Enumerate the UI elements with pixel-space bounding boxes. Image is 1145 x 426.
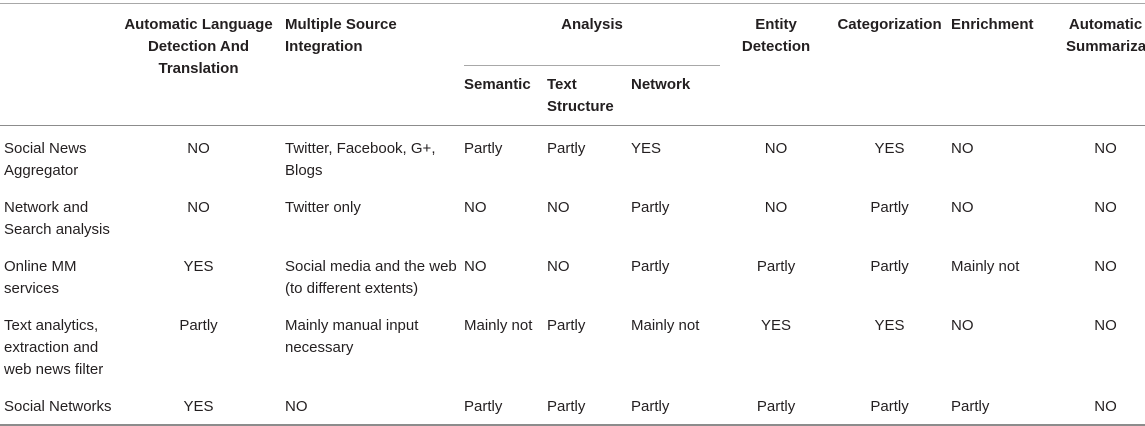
cell-language: NO xyxy=(187,140,210,157)
header-language-detection: Automatic Language Detection And Transla… xyxy=(112,3,281,126)
cell-text-structure: Partly xyxy=(547,140,586,157)
cell-language: Partly xyxy=(179,317,218,334)
header-network: Network xyxy=(627,66,721,126)
cell-sources: Twitter only xyxy=(285,199,361,216)
cell-text-structure: NO xyxy=(547,258,570,275)
cell-categorization: Partly xyxy=(870,258,909,275)
cell-categorization: Partly xyxy=(828,384,948,426)
header-empty xyxy=(0,3,112,126)
header-enrichment: Enrichment xyxy=(947,3,1063,126)
cell-text-structure: Partly xyxy=(547,317,586,334)
cell-sources: NO xyxy=(281,384,460,426)
cell-summarization: NO xyxy=(1094,258,1117,275)
cell-enrichment: NO xyxy=(951,317,974,334)
cell-semantic: NO xyxy=(464,258,487,275)
header-semantic: Semantic xyxy=(460,66,543,126)
table-row: Online MM services YES Social media and … xyxy=(0,244,1145,303)
row-name: Social News Aggregator xyxy=(4,140,87,179)
header-analysis-label: Analysis xyxy=(464,14,721,66)
cell-text-structure: NO xyxy=(547,199,570,216)
header-summarization: Automatic Summarization xyxy=(1062,3,1145,126)
cell-entity: YES xyxy=(761,317,792,334)
cell-sources: Social media and the web (to different e… xyxy=(285,258,457,297)
cell-summarization: NO xyxy=(1094,140,1117,157)
row-name: Online MM services xyxy=(4,258,77,297)
cell-text-structure: Partly xyxy=(543,384,627,426)
cell-semantic: NO xyxy=(464,199,487,216)
cell-enrichment: Partly xyxy=(947,384,1063,426)
cell-summarization: NO xyxy=(1094,317,1117,334)
row-name: Network and Search analysis xyxy=(4,199,110,238)
cell-network: Partly xyxy=(631,258,670,275)
cell-enrichment: NO xyxy=(951,140,974,157)
cell-entity: Partly xyxy=(720,384,829,426)
cell-network: Partly xyxy=(631,199,670,216)
cell-enrichment: Mainly not xyxy=(951,258,1020,275)
cell-summarization: NO xyxy=(1094,199,1117,216)
table-header: Automatic Language Detection And Transla… xyxy=(0,3,1145,126)
table-row: Social Networks YES NO Partly Partly Par… xyxy=(0,384,1145,426)
cell-network: Partly xyxy=(627,384,721,426)
cell-entity: NO xyxy=(764,199,788,216)
cell-semantic: Partly xyxy=(464,140,503,157)
header-entity-detection: Entity Detection xyxy=(720,3,829,126)
header-categorization: Categorization xyxy=(828,3,948,126)
cell-categorization: Partly xyxy=(870,199,909,216)
header-text-structure: Text Structure xyxy=(543,66,627,126)
cell-semantic: Mainly not xyxy=(464,317,533,334)
cell-language: YES xyxy=(183,258,214,275)
cell-language: YES xyxy=(112,384,281,426)
table-row: Text analytics, extraction and web news … xyxy=(0,303,1145,384)
cell-sources: Twitter, Facebook, G+, Blogs xyxy=(285,140,436,179)
cell-entity: Partly xyxy=(756,258,796,275)
row-name: Text analytics, extraction and web news … xyxy=(4,317,104,378)
cell-categorization: YES xyxy=(874,140,905,157)
cell-sources: Mainly manual input necessary xyxy=(285,317,419,356)
table-row: Network and Search analysis NO Twitter o… xyxy=(0,185,1145,244)
cell-entity: NO xyxy=(764,140,788,157)
table-body: Social News Aggregator NO Twitter, Faceb… xyxy=(0,126,1145,426)
row-name: Social Networks xyxy=(0,384,112,426)
cell-enrichment: NO xyxy=(951,199,974,216)
cell-network: YES xyxy=(631,140,662,157)
header-analysis: Analysis xyxy=(460,3,721,66)
cell-semantic: Partly xyxy=(460,384,543,426)
cell-summarization: NO xyxy=(1062,384,1145,426)
comparison-table: Automatic Language Detection And Transla… xyxy=(0,3,1145,426)
cell-language: NO xyxy=(187,199,210,216)
cell-network: Mainly not xyxy=(631,317,700,334)
table-row: Social News Aggregator NO Twitter, Faceb… xyxy=(0,126,1145,186)
cell-categorization: YES xyxy=(874,317,905,334)
header-source-integration: Multiple Source Integration xyxy=(281,3,460,126)
